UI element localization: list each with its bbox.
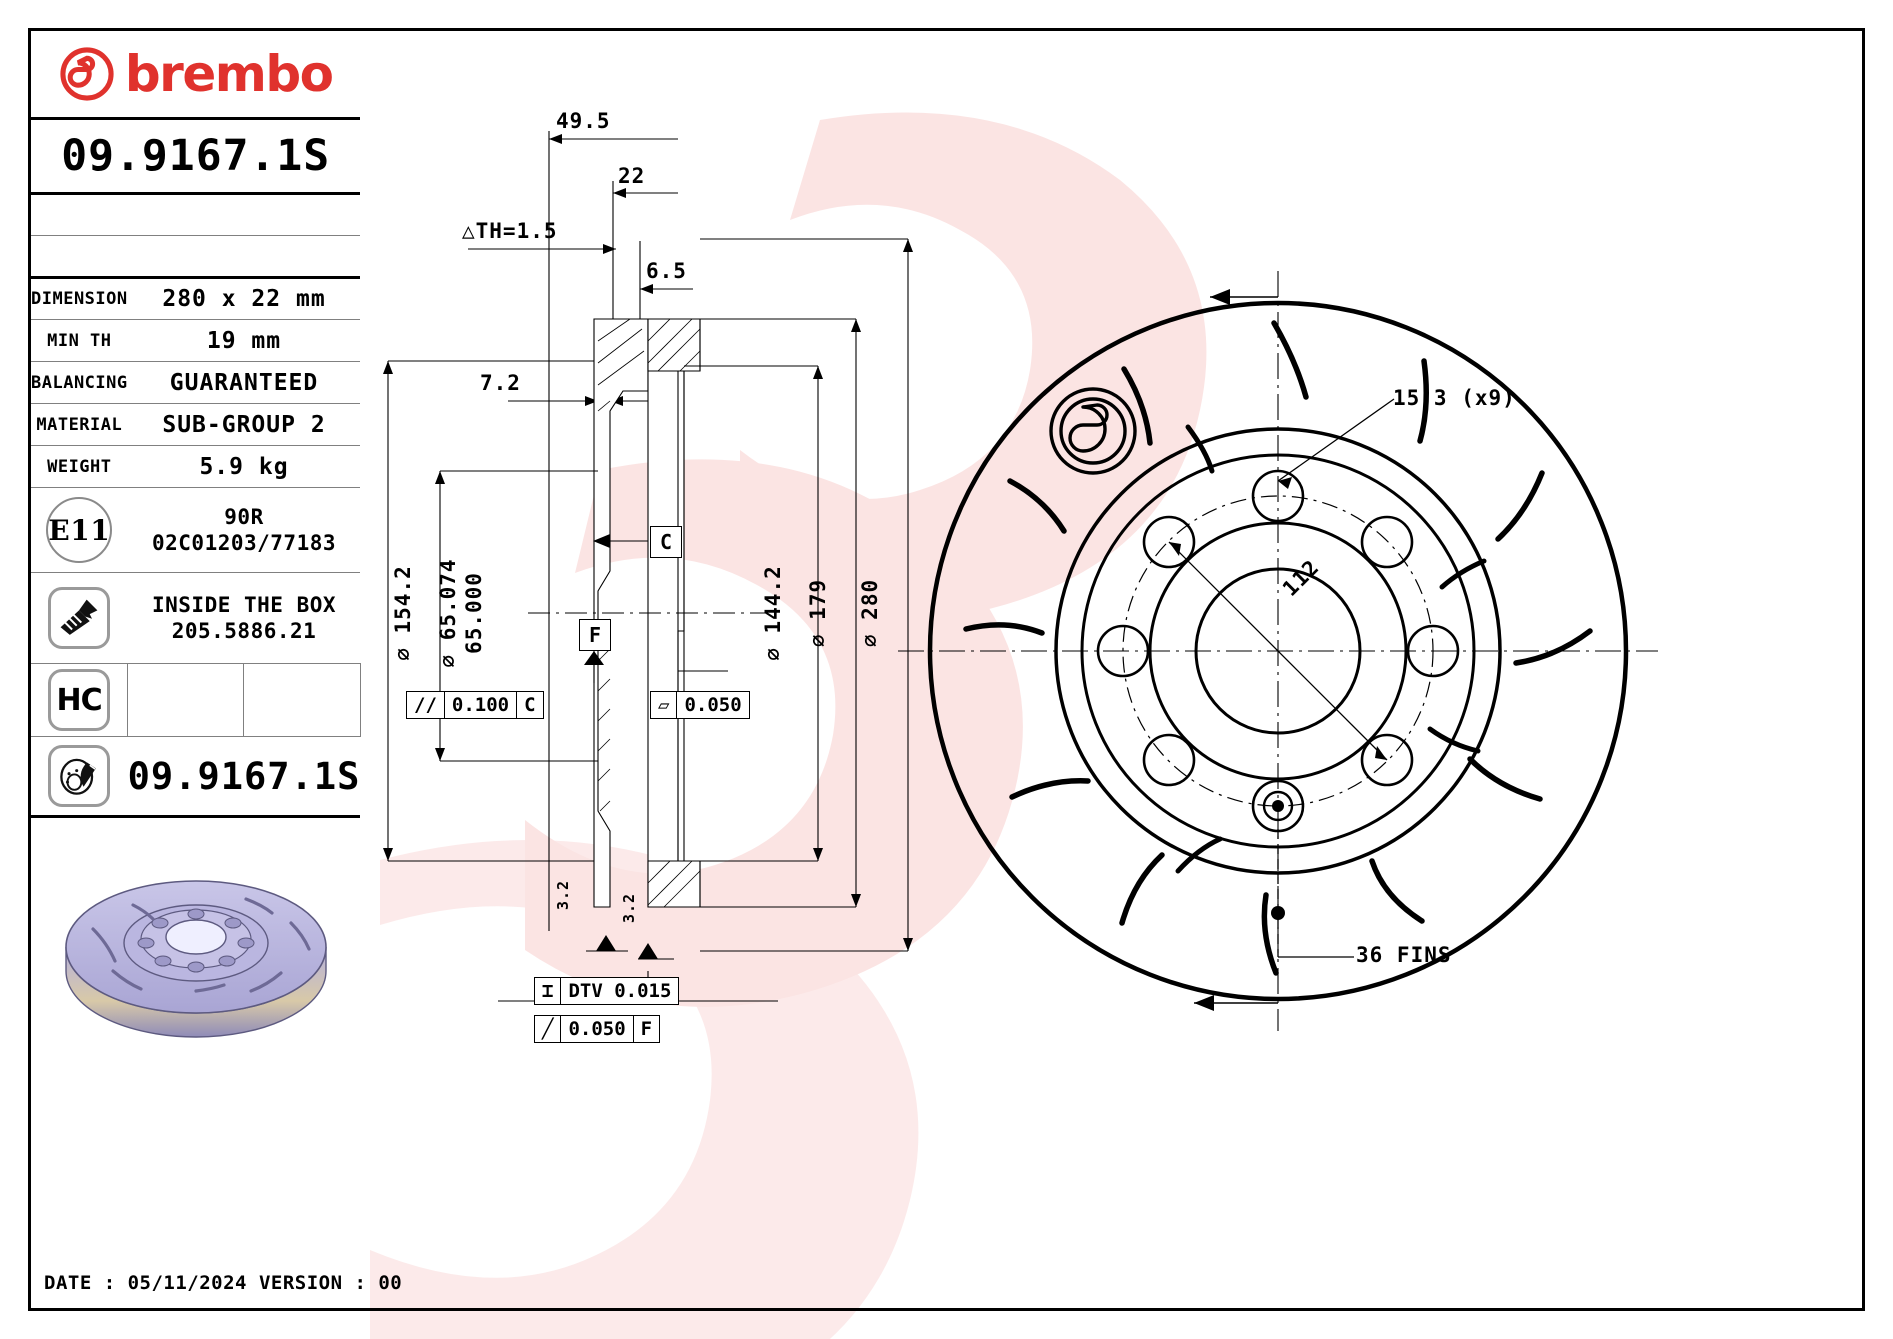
brake-disc-render-icon	[64, 879, 327, 1038]
dim-hat-wall: 7.2	[480, 371, 521, 395]
runout-frame: ╱ 0.050 F	[534, 1015, 661, 1043]
screw-icon	[48, 587, 111, 649]
table-row-disc-partnumber: 09.9167.1S	[31, 736, 361, 817]
row-value-balancing: GUARANTEED	[127, 361, 361, 404]
table-row-dimension: DIMENSION 280 x 22 mm	[31, 277, 361, 320]
dim-fin-diameter: ⌀ 179	[806, 578, 830, 648]
part-number-row: 09.9167.1S	[31, 118, 361, 195]
parallelism-datum: C	[516, 692, 542, 718]
table-row-product-photo	[31, 816, 361, 1068]
blank-row-1	[31, 193, 361, 236]
disc-part-number: 09.9167.1S	[127, 736, 361, 817]
dtv-tolerance: DTV 0.015	[560, 978, 678, 1004]
blank-row-2	[31, 235, 361, 278]
row-label-min-th: MIN TH	[31, 319, 128, 362]
parallelism-symbol: //	[414, 694, 437, 716]
table-row-material: MATERIAL SUB-GROUP 2	[31, 403, 361, 446]
row-value-weight: 5.9 kg	[127, 445, 361, 488]
product-photo	[31, 816, 361, 1068]
blank-label-2	[31, 235, 128, 278]
runout-datum: F	[632, 1016, 659, 1042]
flatness-symbol: ▱	[658, 694, 670, 716]
parallelism-frame: // 0.100 C	[406, 691, 544, 719]
e11-badge-text: E11	[46, 497, 113, 563]
screw-line-1: INSIDE THE BOX	[152, 592, 337, 617]
row-label-weight: WEIGHT	[31, 445, 128, 488]
table-row-homologation: E11 90R 02C01203/77183	[31, 487, 361, 573]
dtv-frame: ⌶ DTV 0.015	[534, 977, 680, 1005]
surface-finish-right: 3.2	[620, 892, 638, 924]
footer-date-version: DATE : 05/11/2024 VERSION : 00	[44, 1272, 402, 1294]
slot-length-label: 15.3 (x9)	[1393, 386, 1516, 410]
row-value-dimension: 280 x 22 mm	[127, 277, 361, 320]
parallelism-tolerance: 0.100	[443, 692, 516, 718]
dim-bore-lower: 65.000	[462, 572, 486, 654]
dtv-symbol: ⌶	[542, 980, 554, 1002]
hc-value-right	[243, 663, 361, 737]
screw-value: INSIDE THE BOX 205.5886.21	[127, 572, 361, 664]
row-label-balancing: BALANCING	[31, 361, 128, 404]
blank-label-1	[31, 193, 128, 236]
flatness-tolerance: 0.050	[676, 692, 748, 718]
homologation-line-2: 02C01203/77183	[152, 531, 337, 555]
table-row-hc: HC	[31, 663, 361, 737]
dim-bore-upper: ⌀ 65.074	[436, 558, 460, 668]
brake-disc-icon	[48, 745, 111, 807]
part-number-header: 09.9167.1S	[31, 118, 361, 195]
cross-section-view	[383, 131, 913, 1002]
date-value: 05/11/2024	[127, 1272, 247, 1294]
brand-logo-cell: brembo	[31, 31, 361, 120]
dim-hat-outer-diameter: ⌀ 154.2	[391, 565, 415, 661]
version-label: VERSION :	[258, 1272, 367, 1294]
brembo-logo-icon	[60, 47, 114, 101]
drawing-border	[28, 28, 1865, 1311]
runout-symbol: ╱	[542, 1018, 554, 1040]
dim-hat-offset: 6.5	[646, 259, 687, 283]
dim-th-tolerance: △TH=1.5	[462, 219, 558, 243]
hc-value-left	[127, 663, 245, 737]
dim-disc-thickness: 22	[618, 164, 646, 188]
row-label-dimension: DIMENSION	[31, 277, 128, 320]
version-value: 00	[378, 1272, 403, 1294]
hc-badge-icon: HC	[48, 669, 111, 731]
flatness-frame: ▱ 0.050	[650, 691, 750, 719]
row-value-min-th: 19 mm	[127, 319, 361, 362]
table-row-screw: INSIDE THE BOX 205.5886.21	[31, 572, 361, 664]
drawing-area: 49.5 22 6.5 △TH=1.5 7.2 ⌀ 154.2 ⌀ 65.074…	[348, 31, 1862, 1308]
hc-badge-text: HC	[56, 682, 103, 718]
screw-icon-cell	[31, 572, 128, 664]
homologation-line-1: 90R	[224, 504, 264, 529]
row-label-material: MATERIAL	[31, 403, 128, 446]
homologation-value: 90R 02C01203/77183	[127, 487, 361, 573]
logo-row: brembo	[31, 31, 361, 120]
fins-label: 36 FINS	[1356, 943, 1452, 967]
blank-value-2	[127, 235, 361, 278]
disc-face-view	[898, 271, 1658, 1031]
table-row-balancing: BALANCING GUARANTEED	[31, 361, 361, 404]
surface-finish-left: 3.2	[554, 879, 572, 911]
screw-line-2: 205.5886.21	[171, 619, 317, 643]
blank-value-1	[127, 193, 361, 236]
datum-c-box: C	[650, 526, 682, 558]
table-row-min-th: MIN TH 19 mm	[31, 319, 361, 362]
dim-overall-length: 49.5	[556, 109, 611, 133]
runout-tolerance: 0.050	[560, 1016, 632, 1042]
specification-table: brembo 09.9167.1S DIMENSION 280 x 22 mm …	[31, 31, 361, 1068]
row-value-material: SUB-GROUP 2	[127, 403, 361, 446]
table-row-weight: WEIGHT 5.9 kg	[31, 445, 361, 488]
datum-f-box: F	[579, 619, 611, 651]
date-label: DATE :	[44, 1272, 116, 1294]
hc-icon-cell: HC	[31, 663, 128, 737]
dim-inner-braking-diameter: ⌀ 144.2	[761, 565, 785, 661]
brake-disc-icon-cell	[31, 736, 128, 817]
e11-circle-icon: E11	[31, 487, 128, 573]
brand-name: brembo	[124, 45, 334, 103]
